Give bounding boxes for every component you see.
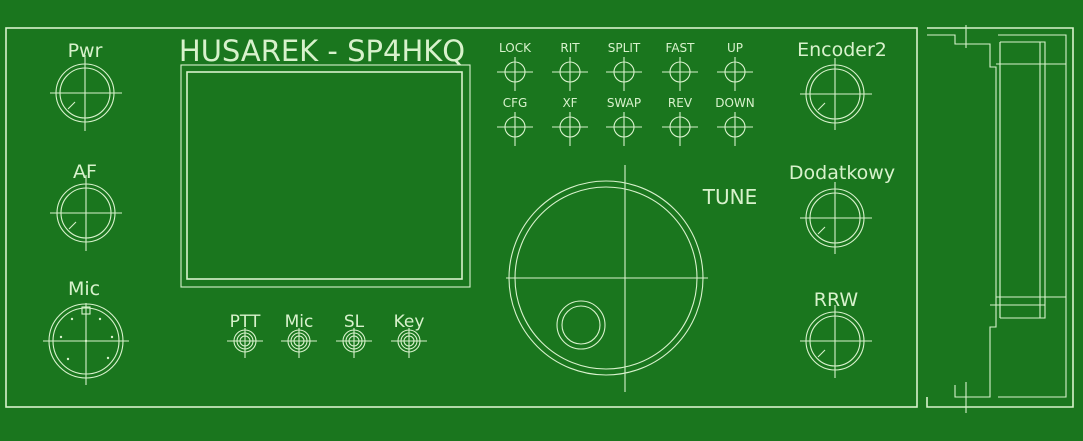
jack-label: Key bbox=[394, 312, 425, 332]
tune-knob[interactable]: TUNE bbox=[506, 165, 757, 392]
jack-label: Mic bbox=[285, 312, 314, 332]
jack-ptt[interactable]: PTT bbox=[227, 312, 263, 358]
button-label: LOCK bbox=[499, 41, 532, 55]
mic-connector[interactable]: Mic bbox=[43, 278, 129, 385]
jack-key[interactable]: Key bbox=[391, 312, 427, 358]
button-label: FAST bbox=[666, 41, 696, 55]
knob-encoder2[interactable]: Encoder2 bbox=[797, 39, 887, 130]
button-split[interactable]: SPLIT bbox=[606, 41, 642, 91]
side-bracket-profile bbox=[926, 25, 1074, 413]
button-label: SPLIT bbox=[608, 41, 641, 55]
knob-rrw[interactable]: RRW bbox=[800, 289, 872, 378]
knob-label: RRW bbox=[814, 289, 859, 311]
button-rit[interactable]: RIT bbox=[552, 41, 588, 91]
knob-label: Pwr bbox=[68, 40, 103, 62]
button-label: UP bbox=[727, 41, 743, 55]
jack-label: PTT bbox=[230, 312, 261, 332]
jack-sl[interactable]: SL bbox=[336, 312, 372, 358]
knob-pwr[interactable]: Pwr bbox=[50, 40, 122, 131]
button-up[interactable]: UP bbox=[717, 41, 753, 91]
button-label: REV bbox=[668, 96, 693, 110]
knob-label: Mic bbox=[68, 278, 100, 300]
panel-outline bbox=[5, 27, 918, 408]
knob-label: Encoder2 bbox=[797, 39, 887, 61]
button-xf[interactable]: XF bbox=[552, 96, 588, 146]
button-label: CFG bbox=[503, 96, 528, 110]
button-fast[interactable]: FAST bbox=[662, 41, 698, 91]
button-lock[interactable]: LOCK bbox=[497, 41, 533, 91]
button-label: DOWN bbox=[715, 96, 755, 110]
button-cfg[interactable]: CFG bbox=[497, 96, 533, 146]
tune-label: TUNE bbox=[702, 185, 757, 209]
button-down[interactable]: DOWN bbox=[715, 96, 755, 146]
button-swap[interactable]: SWAP bbox=[606, 96, 642, 146]
button-label: SWAP bbox=[607, 96, 641, 110]
button-rev[interactable]: REV bbox=[662, 96, 698, 146]
knob-label: Dodatkowy bbox=[789, 162, 895, 184]
knob-label: AF bbox=[73, 161, 97, 183]
panel-title: HUSAREK - SP4HKQ bbox=[179, 34, 465, 68]
jack-label: SL bbox=[344, 312, 365, 332]
jack-mic[interactable]: Mic bbox=[281, 312, 317, 358]
button-label: XF bbox=[562, 96, 577, 110]
button-label: RIT bbox=[560, 41, 580, 55]
knob-af[interactable]: AF bbox=[50, 161, 122, 251]
display-window bbox=[180, 64, 471, 288]
knob-dodatkowy[interactable]: Dodatkowy bbox=[789, 162, 895, 254]
